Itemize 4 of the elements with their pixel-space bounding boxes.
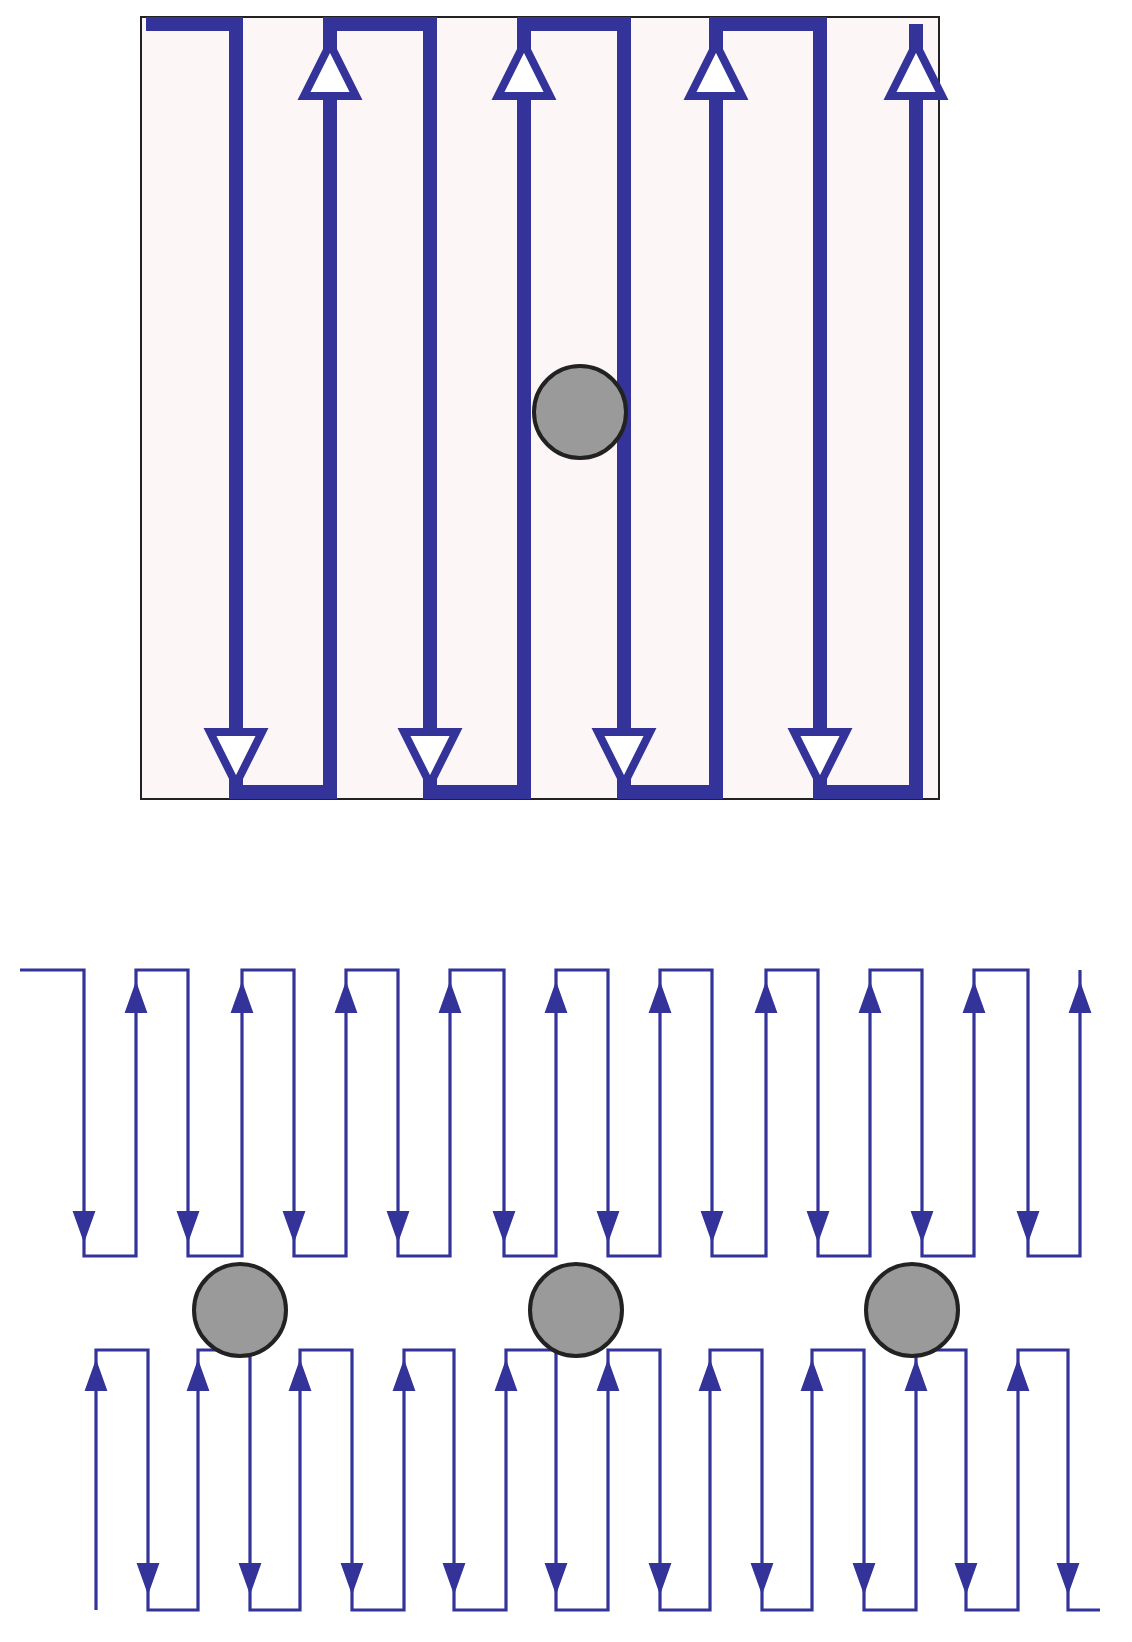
circle xyxy=(864,1262,960,1358)
circle xyxy=(528,1262,624,1358)
circle xyxy=(532,364,628,460)
circle xyxy=(192,1262,288,1358)
